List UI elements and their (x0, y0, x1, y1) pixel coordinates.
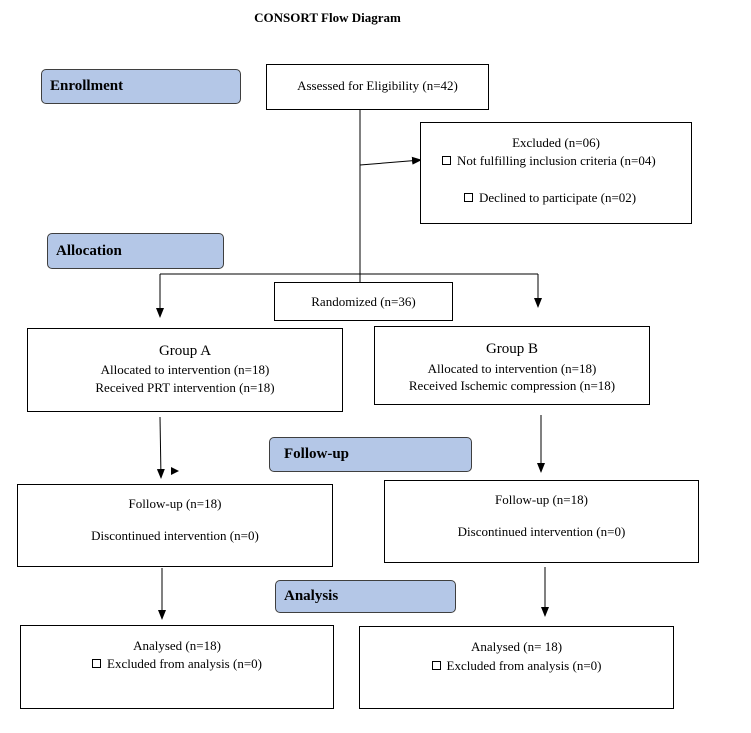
excluded-item: Not fulfilling inclusion criteria (n=04) (442, 152, 656, 170)
excluded-heading: Excluded (n=06) (512, 135, 600, 150)
checkbox-icon (464, 193, 473, 202)
group-b-allocated: Allocated to intervention (n=18) (427, 361, 597, 376)
group-a-received: Received PRT intervention (n=18) (95, 380, 275, 395)
group-a-followup-box: Follow-up (n=18) Discontinued interventi… (17, 484, 333, 567)
group-a-analysed: Analysed (n=18) (133, 638, 221, 653)
checkbox-icon (442, 156, 451, 165)
group-a-excluded-analysis: Excluded from analysis (n=0) (21, 655, 333, 673)
stage-enrollment: Enrollment (41, 69, 241, 104)
checkbox-icon (92, 659, 101, 668)
group-a-discontinued: Discontinued intervention (n=0) (91, 528, 259, 543)
group-b-followup: Follow-up (n=18) (495, 492, 588, 507)
stage-allocation: Allocation (47, 233, 224, 269)
group-b-followup-box: Follow-up (n=18) Discontinued interventi… (384, 480, 699, 563)
diagram-title: CONSORT Flow Diagram (254, 10, 401, 25)
stage-enrollment-label: Enrollment (50, 78, 124, 94)
group-b-discontinued: Discontinued intervention (n=0) (457, 524, 626, 539)
stage-analysis: Analysis (275, 580, 456, 613)
group-b-received: Received Ischemic compression (n=18) (408, 378, 616, 393)
group-b-excluded-analysis-label: Excluded from analysis (n=0) (446, 658, 602, 673)
group-b-analysis-box: Analysed (n= 18) Excluded from analysis … (359, 626, 674, 709)
excluded-item-label: Not fulfilling inclusion criteria (n=04) (457, 153, 656, 168)
group-b-analysed: Analysed (n= 18) (470, 639, 563, 654)
group-b-excluded-analysis: Excluded from analysis (n=0) (360, 657, 673, 675)
excluded-box: Excluded (n=06) Not fulfilling inclusion… (420, 122, 692, 224)
stage-followup-label: Follow-up (284, 446, 350, 462)
group-a-box: Group A Allocated to intervention (n=18)… (27, 328, 343, 412)
arrow-to-excluded (359, 156, 422, 166)
excluded-item-label: Declined to participate (n=02) (479, 190, 637, 205)
checkbox-icon (431, 661, 441, 670)
assessed-box: Assessed for Eligibility (n=42) (266, 64, 489, 110)
stage-followup: Follow-up (269, 437, 472, 472)
group-a-excluded-analysis-label: Excluded from analysis (n=0) (107, 656, 262, 671)
arrow-group-a-followup (156, 416, 165, 479)
group-a-heading: Group A (158, 343, 212, 359)
group-a-allocated: Allocated to intervention (n=18) (100, 362, 270, 377)
randomized-box: Randomized (n=36) (274, 282, 453, 321)
stray-arrowhead (171, 467, 179, 475)
randomized-text: Randomized (n=36) (311, 294, 416, 309)
group-a-analysis-box: Analysed (n=18) Excluded from analysis (… (20, 625, 334, 709)
group-b-heading: Group B (485, 341, 539, 357)
stage-analysis-label: Analysis (284, 588, 339, 604)
group-a-followup: Follow-up (n=18) (128, 496, 222, 511)
excluded-item: Declined to participate (n=02) (464, 189, 636, 207)
group-b-box: Group B Allocated to intervention (n=18)… (374, 326, 650, 405)
stage-allocation-label: Allocation (56, 242, 122, 259)
assessed-text: Assessed for Eligibility (n=42) (297, 78, 458, 93)
